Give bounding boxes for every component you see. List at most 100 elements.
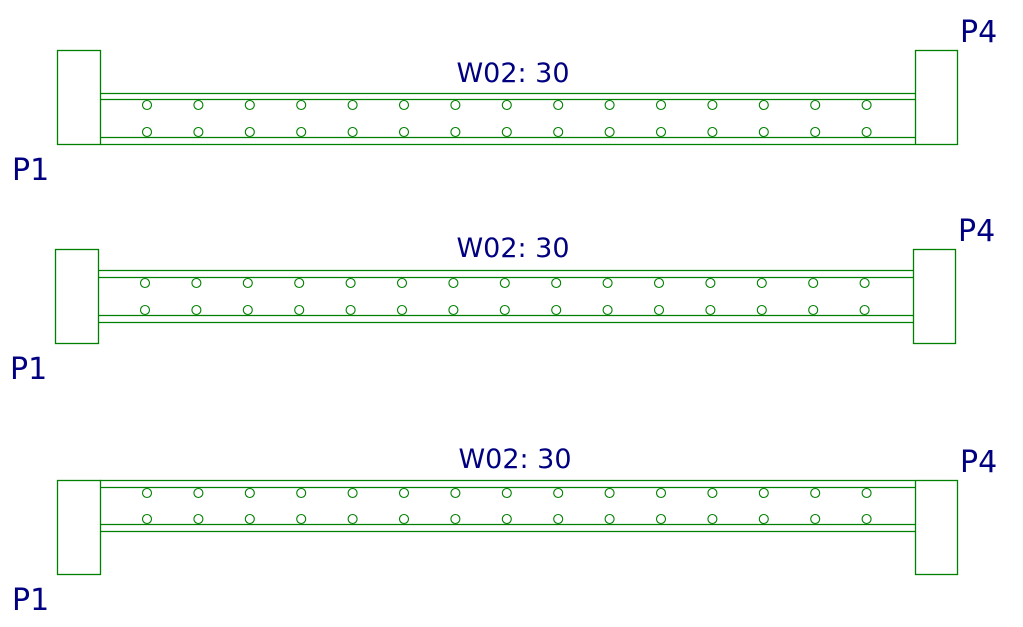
left-support-plate [54, 248, 100, 345]
bolt-hole [551, 304, 562, 316]
bolt-hole [347, 126, 358, 138]
bolt-hole [501, 513, 512, 525]
bolt-hole [758, 99, 769, 111]
bolt-hole [347, 513, 358, 525]
bolt-hole [244, 487, 255, 499]
bolt-hole [347, 487, 358, 499]
bolt-hole [296, 99, 307, 111]
bolt-hole [242, 277, 253, 289]
bolt-hole [294, 277, 305, 289]
bolt-hole [450, 487, 461, 499]
bolt-hole [501, 126, 512, 138]
bolt-hole [655, 99, 667, 111]
bolt-hole [396, 304, 408, 316]
bolt-hole [139, 277, 151, 289]
bolt-hole [705, 304, 716, 316]
bolt-hole [191, 304, 202, 316]
bolt-hole [347, 99, 358, 111]
bolt-hole [448, 304, 459, 316]
beam-title: W02: 30 [456, 233, 569, 264]
bolt-hole [861, 487, 872, 499]
bolt-hole [553, 487, 564, 499]
right-support-plate [912, 248, 957, 345]
bolt-hole [296, 513, 307, 525]
beam-title: W02: 30 [456, 58, 569, 89]
bolt-hole [141, 487, 153, 499]
bolt-hole [193, 487, 204, 499]
bolt-hole [244, 99, 255, 111]
bolt-hole [193, 513, 204, 525]
left-support-plate [56, 479, 102, 576]
bolt-hole [859, 304, 870, 316]
bolt-hole [810, 99, 821, 111]
bolt-hole [707, 487, 718, 499]
bolt-hole [501, 99, 512, 111]
bolt-hole [450, 513, 461, 525]
bolt-hole [396, 277, 408, 289]
bolt-hole [191, 277, 202, 289]
bolt-hole [861, 126, 872, 138]
right-support-plate [914, 49, 959, 146]
bolt-hole [345, 277, 356, 289]
start-point-label: P1 [10, 352, 47, 387]
bolt-hole [707, 126, 718, 138]
bolt-hole [705, 277, 716, 289]
bolt-hole [758, 126, 769, 138]
bolt-hole [398, 99, 410, 111]
bolt-hole [553, 99, 564, 111]
bolt-hole [499, 277, 510, 289]
bolt-hole [450, 99, 461, 111]
bolt-hole [450, 126, 461, 138]
bolt-hole [551, 277, 562, 289]
bolt-hole [398, 126, 410, 138]
bolt-hole [861, 513, 872, 525]
bolt-hole [808, 277, 819, 289]
bolt-hole [810, 487, 821, 499]
bolt-hole [296, 126, 307, 138]
bolt-hole [602, 304, 613, 316]
bolt-hole [448, 277, 459, 289]
bolt-hole [653, 277, 665, 289]
bolt-hole [655, 487, 667, 499]
bolt-hole [859, 277, 870, 289]
bolt-hole [756, 304, 767, 316]
bolt-hole [139, 304, 151, 316]
bolt-hole [141, 126, 153, 138]
bolt-hole [553, 126, 564, 138]
bolt-hole [758, 513, 769, 525]
bolt-hole [655, 126, 667, 138]
bolt-hole [707, 99, 718, 111]
bolt-hole [244, 126, 255, 138]
bolt-hole [141, 99, 153, 111]
bolt-hole [861, 99, 872, 111]
start-point-label: P1 [12, 583, 49, 618]
end-point-label: P4 [960, 15, 997, 50]
bolt-hole [810, 513, 821, 525]
bolt-hole [653, 304, 665, 316]
bolt-hole [294, 304, 305, 316]
bolt-hole [345, 304, 356, 316]
bolt-hole [808, 304, 819, 316]
bolt-hole [604, 99, 615, 111]
bolt-hole [499, 304, 510, 316]
bolt-hole [604, 513, 615, 525]
left-support-plate [56, 49, 102, 146]
beam-title: W02: 30 [458, 444, 571, 475]
bolt-hole [501, 487, 512, 499]
bolt-hole [398, 487, 410, 499]
end-point-label: P4 [960, 445, 997, 480]
start-point-label: P1 [12, 153, 49, 188]
bolt-hole [655, 513, 667, 525]
bolt-hole [604, 487, 615, 499]
bolt-hole [193, 99, 204, 111]
bolt-hole [398, 513, 410, 525]
bolt-hole [553, 513, 564, 525]
bolt-hole [707, 513, 718, 525]
bolt-hole [244, 513, 255, 525]
end-point-label: P4 [958, 214, 995, 249]
bolt-hole [242, 304, 253, 316]
bolt-hole [141, 513, 153, 525]
